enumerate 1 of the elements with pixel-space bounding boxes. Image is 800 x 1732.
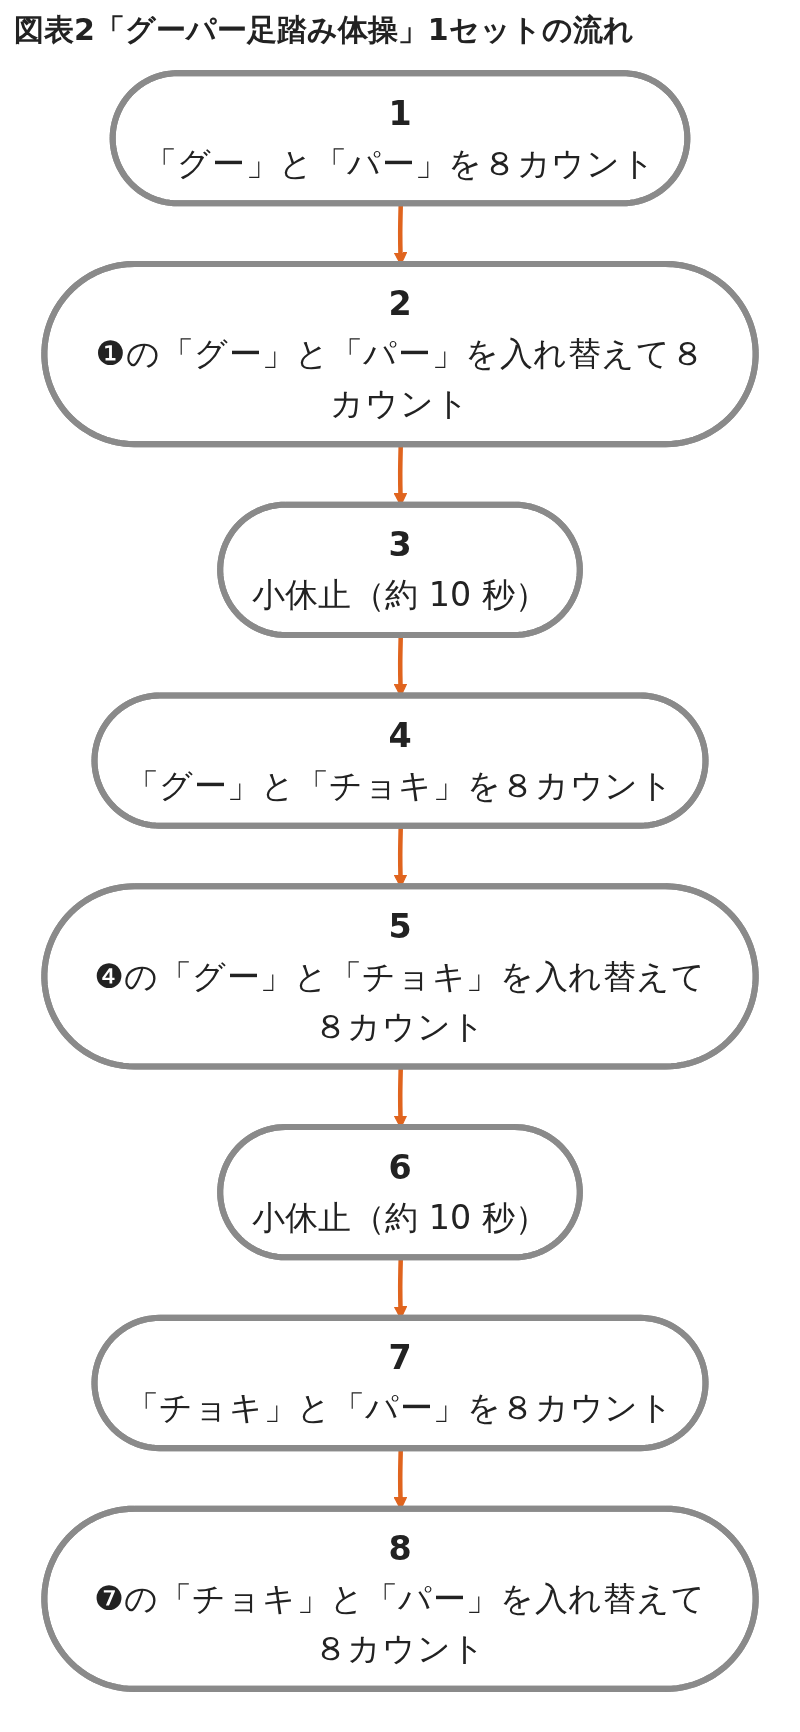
diagram-title: 図表2「グーパー足踏み体操」1セットの流れ [13, 11, 635, 49]
